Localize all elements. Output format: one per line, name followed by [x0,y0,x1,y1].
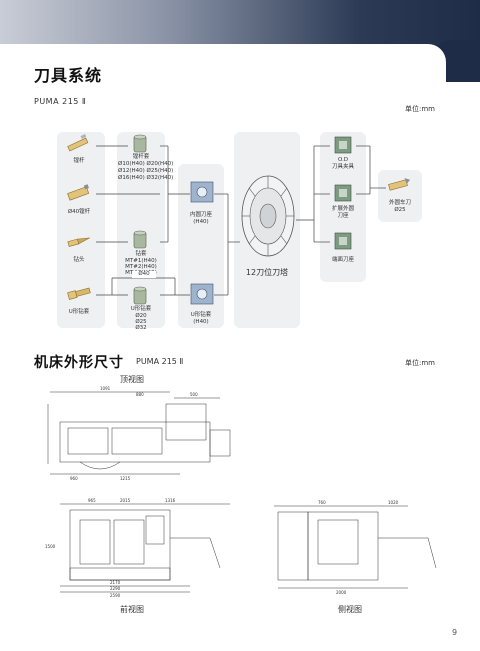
dim-front-2015: 2015 [120,498,131,503]
dim-front-2290: 2290 [110,586,121,591]
dim-top-1215: 1215 [120,476,131,481]
top-view-title: 顶视图 [120,375,144,384]
front-view-title: 前视图 [120,605,144,614]
dim-top-880: 880 [136,392,144,397]
front-view-drawing: 965 2015 1316 2170 2290 2590 1500 [45,498,230,598]
od-tool-label: 外圆车刀 [388,200,411,206]
dim-top-1091: 1091 [100,386,111,391]
sleeve-size-u-1: Ø20 [135,313,147,319]
sleeve-size-boring-3: Ø16(H40) Ø32(H40) [118,175,174,181]
connector-lines [96,145,386,296]
dim-front-2590: 2590 [110,593,121,598]
sleeve-size-boring-2: Ø12(H40) Ø25(H40) [118,168,174,174]
sleeve-size-u-2: Ø25 [135,319,147,325]
dim-top-500: 500 [190,392,198,397]
drill-icon [67,237,90,247]
page-number: 9 [452,628,458,637]
od-tool-panel [378,170,422,222]
u-drill-icon [67,287,91,300]
ext-od-holder-icon [334,184,352,202]
sleeve-size-boring-1: Ø10(H40) Ø20(H40) [118,161,174,167]
dim-front-1316: 1316 [165,498,176,503]
side-view-drawing: 760 1020 2000 [274,500,437,595]
dim-side-760: 760 [318,500,326,505]
holder-label-id: 内圆刀座 [189,212,212,218]
od-tool-sub: Ø25 [394,207,406,213]
tooling-unit: 单位:mm [405,105,435,113]
turret-label: 12刀位刀塔 [245,268,289,277]
dim-front-2170: 2170 [110,580,121,585]
boring-bar-icon [67,134,89,152]
tool-label-u-drill: U形钻套 [68,309,90,315]
sleeve-size-drill-1: MT#1(H40) [125,258,157,264]
right-holders-panel [320,132,366,282]
drill-sleeve-icon [133,230,147,249]
tool-label-boring-bar-40: Ø40镗杆 [67,209,91,215]
tool-label-drill: 钻头 [73,257,85,263]
boring-bar-40-icon [67,184,90,201]
od-holder-icon [334,136,352,154]
right-sub-od: 刀具夹具 [331,164,354,170]
label-d40: Ø40 [132,271,156,278]
dimensions-title: 机床外形尺寸 [34,355,124,371]
right-label-face: 端面刀座 [331,257,354,263]
u-holder-icon [190,283,214,305]
boring-sleeve-icon [133,134,147,153]
title-card [0,44,446,84]
right-sub-ext: 刀座 [337,213,349,219]
tool-system-diagram: 镗杆 Ø40镗杆 钻头 U形钻套 镗杆套 Ø10(H40) Ø20(H40) Ø… [0,120,480,340]
dim-front-1500: 1500 [45,544,56,549]
sleeve-label-u-drill: U形钻套 [130,306,152,312]
dim-side-1020: 1020 [388,500,399,505]
holder-sub-id: (H40) [193,219,209,225]
turret-icon [241,175,295,257]
dim-top-960: 960 [70,476,78,481]
dimensions-model: PUMA 215 Ⅱ [136,357,184,366]
holder-sub-u: (H40) [193,319,209,325]
dimensions-unit: 单位:mm [405,359,435,367]
tooling-model: PUMA 215 Ⅱ [34,97,87,106]
sleeve-label-boring: 镗杆套 [132,154,150,160]
tool-label-boring-bar: 镗杆 [73,158,85,164]
u-drill-sleeve-icon [133,286,147,305]
od-turning-tool-icon [388,178,411,191]
face-holder-icon [334,232,352,250]
sleeve-size-drill-2: MT#2(H40) [125,264,157,270]
right-label-ext: 扩展外圆 [331,206,354,212]
sleeve-label-drill: 钻套 [135,251,147,257]
id-holder-icon [190,181,214,203]
top-view-drawing: 1091 880 500 1215 960 [47,386,231,481]
dim-side-2000: 2000 [336,590,347,595]
header-banner [0,0,480,52]
right-label-od: O.D [337,157,349,163]
sleeve-size-u-3: Ø32 [135,325,147,331]
holder-label-u: U形钻套 [190,312,212,318]
dim-front-965: 965 [88,498,96,503]
page-title: 刀具系统 [34,66,103,85]
side-view-title: 侧视图 [338,605,362,614]
